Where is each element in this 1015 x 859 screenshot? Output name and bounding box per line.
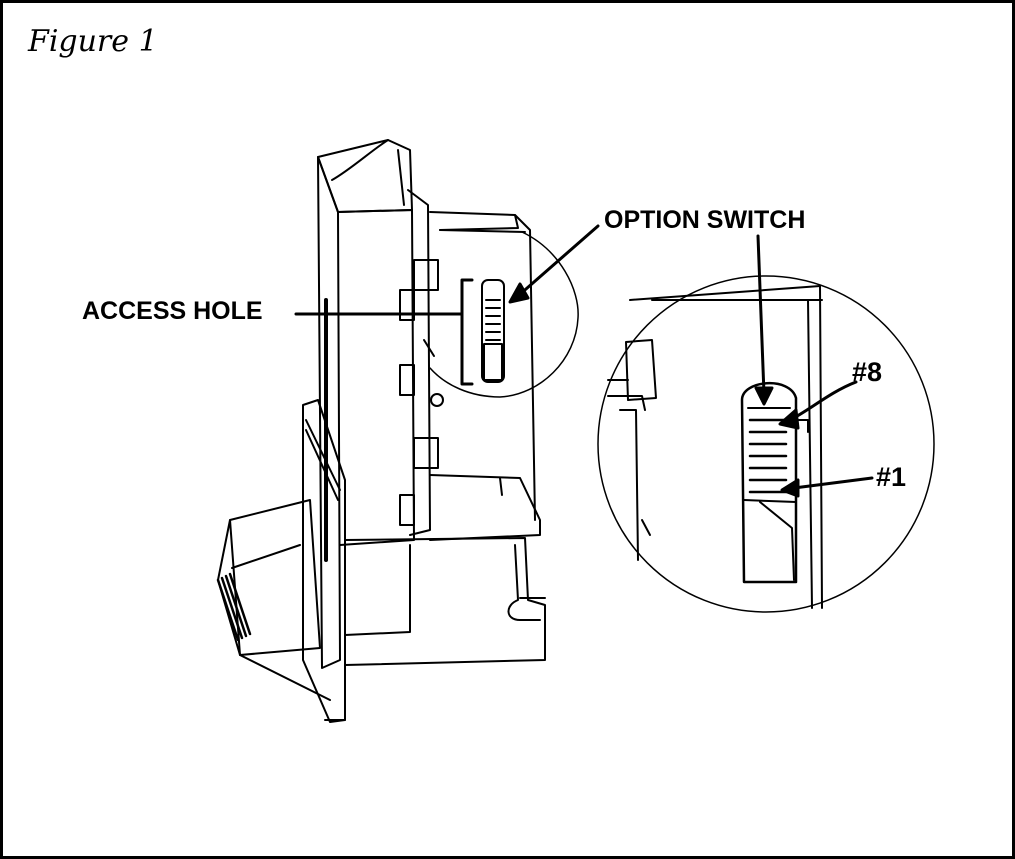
leader-lines	[294, 224, 874, 498]
option-switch-detail-leader	[756, 234, 766, 396]
magnified-detail	[597, 275, 935, 613]
arrowhead-icon	[780, 478, 800, 498]
arrowhead-icon	[508, 282, 530, 304]
arrowhead-icon	[778, 408, 800, 430]
arrowhead-icon	[754, 386, 774, 406]
figure-title: Figure 1	[28, 24, 158, 59]
validator-body	[216, 139, 546, 723]
pos8-leader	[788, 380, 858, 422]
callout-position-8: #8	[852, 357, 883, 387]
option-switch-leader	[516, 224, 600, 298]
pos1-leader	[792, 476, 874, 490]
callout-access-hole: ACCESS HOLE	[82, 297, 263, 325]
detail-circle-small	[429, 231, 579, 398]
callout-option-switch: OPTION SWITCH	[604, 206, 806, 234]
callout-position-1: #1	[876, 462, 907, 492]
